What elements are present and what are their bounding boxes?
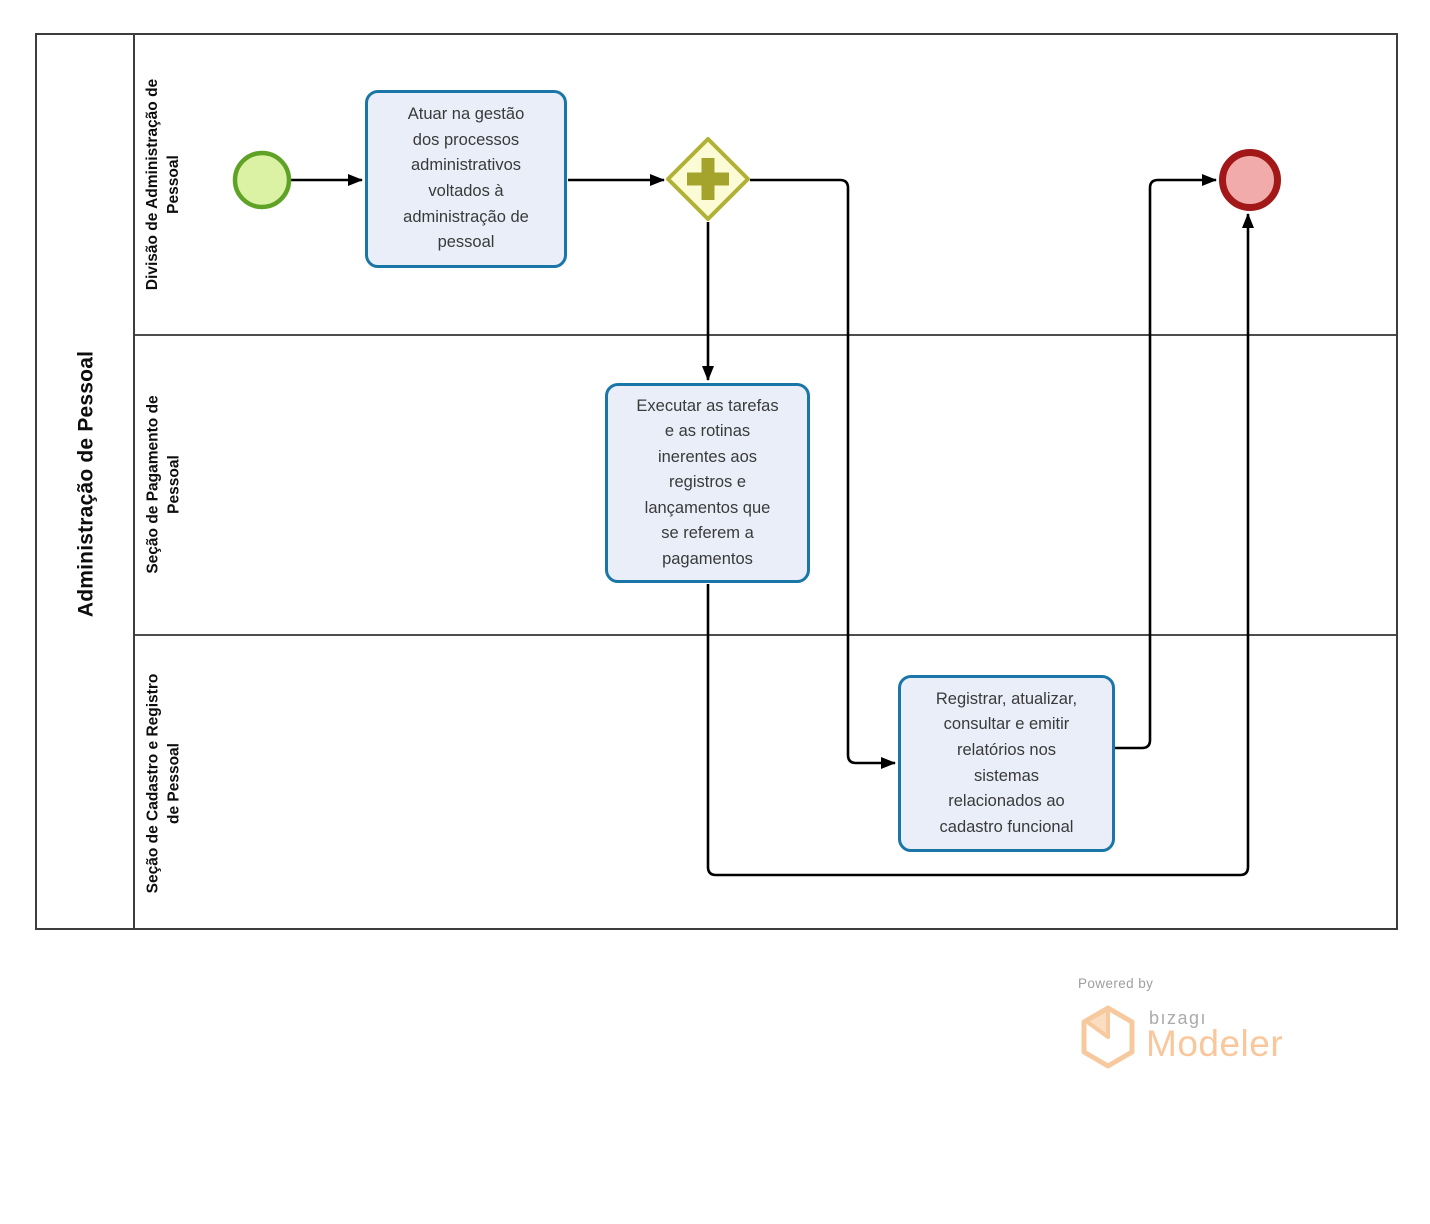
lane-secao-cadastro bbox=[135, 634, 1396, 932]
bizagi-logo-icon bbox=[1081, 1005, 1135, 1069]
task-registrar-atualizar: Registrar, atualizar, consultar e emitir… bbox=[898, 675, 1115, 852]
task-executar-tarefas: Executar as tarefas e as rotinas inerent… bbox=[605, 383, 810, 583]
modeler-product-text: Modeler bbox=[1146, 1023, 1284, 1064]
bizagi-brand-text: bızagı bbox=[1149, 1008, 1208, 1028]
task-atuar-na-gestao: Atuar na gestão dos processos administra… bbox=[365, 90, 567, 268]
pool-header: Administração de Pessoal bbox=[37, 35, 135, 928]
powered-by-text: Powered by bbox=[1078, 976, 1154, 991]
lane-divisao-administracao bbox=[135, 35, 1396, 334]
pool-title: Administração de Pessoal bbox=[74, 350, 97, 617]
